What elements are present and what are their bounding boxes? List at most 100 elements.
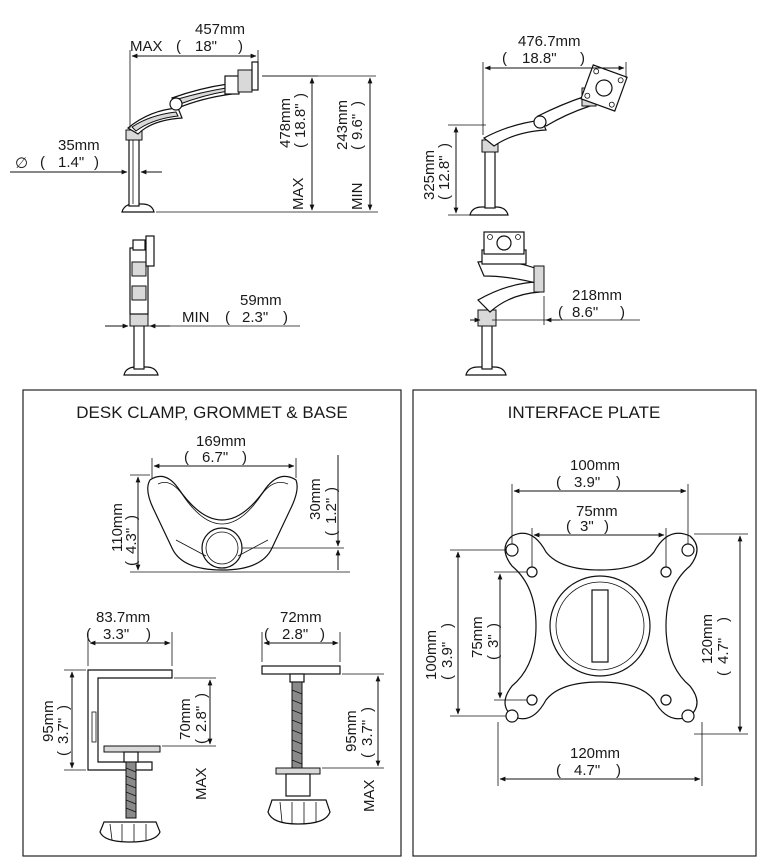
svg-text:): ) <box>349 101 366 106</box>
bottom-h-mm: 120mm <box>570 745 620 762</box>
svg-text:(: ( <box>502 50 507 67</box>
monitor-arm-front-ext-drawing <box>465 231 545 376</box>
front-view-min: 59mm MIN ( 2.3" ) <box>105 235 300 376</box>
svg-text:): ) <box>123 515 140 520</box>
svg-text:(: ( <box>123 561 140 566</box>
reach-max-label: MAX <box>130 38 163 55</box>
monitor-arm-drawing <box>121 61 259 213</box>
svg-text:): ) <box>715 617 732 622</box>
right-v-in: 4.7" <box>715 638 732 664</box>
svg-text:): ) <box>242 449 247 466</box>
reach-tilt-mm: 476.7mm <box>518 33 581 50</box>
height-min-mm: 243mm <box>334 100 351 150</box>
svg-text:(: ( <box>176 38 181 55</box>
clamp-width-in: 3.3" <box>103 626 129 643</box>
grommet-drawing <box>261 665 341 825</box>
base-hole-mm: 30mm <box>307 478 324 520</box>
grommet-max-in: 3.7" <box>359 720 376 746</box>
svg-text:(: ( <box>323 531 340 536</box>
svg-text:(: ( <box>193 739 210 744</box>
svg-text:(: ( <box>40 154 45 171</box>
clamp-height-in: 3.7" <box>55 718 72 744</box>
pole-diameter-symbol: ∅ <box>15 155 28 172</box>
height-tilt-in: 12.8" <box>436 155 453 190</box>
front-view-ext: 218mm ( 8.6" ) <box>465 231 640 376</box>
reach-mm: 457mm <box>195 21 245 38</box>
pole-mm: 35mm <box>58 137 100 154</box>
front-ext-mm: 218mm <box>572 287 622 304</box>
svg-text:(: ( <box>556 474 561 491</box>
svg-text:(: ( <box>86 626 91 643</box>
right-v-mm: 120mm <box>699 614 716 664</box>
inner-v-mm: 75mm <box>469 616 486 658</box>
svg-text:(: ( <box>225 309 230 326</box>
svg-text:): ) <box>616 762 621 779</box>
svg-text:(: ( <box>436 195 453 200</box>
svg-text:): ) <box>292 93 309 98</box>
svg-text:): ) <box>580 50 585 67</box>
svg-text:): ) <box>359 707 376 712</box>
clamp-panel: DESK CLAMP, GROMMET & BASE 169mm ( 6.7" … <box>22 389 402 857</box>
base-hole-in: 1.2" <box>323 498 340 524</box>
outer-h-mm: 100mm <box>570 457 620 474</box>
monitor-arm-front-drawing <box>123 235 159 376</box>
clamp-max-label: MAX <box>193 767 210 800</box>
svg-text:): ) <box>323 487 340 492</box>
outer-h-in: 3.9" <box>574 474 600 491</box>
side-view-tilt: 476.7mm ( 18.8" ) 325mm ( 12.8" ) <box>421 33 628 216</box>
monitor-arm-drawing-tilt <box>469 64 628 216</box>
base-drawing <box>147 475 298 571</box>
svg-text:(: ( <box>439 675 456 680</box>
c-clamp-drawing <box>87 669 173 843</box>
clamp-panel-title: DESK CLAMP, GROMMET & BASE <box>76 403 347 422</box>
svg-text:): ) <box>94 154 99 171</box>
svg-text:): ) <box>55 705 72 710</box>
grommet-width-mm: 72mm <box>280 609 322 626</box>
base-depth-in: 4.3" <box>123 528 140 554</box>
svg-text:): ) <box>604 518 609 535</box>
svg-text:(: ( <box>566 518 571 535</box>
interface-panel: INTERFACE PLATE 100mm ( 3.9" ) 75mm ( <box>412 389 757 857</box>
front-min-mm: 59mm <box>240 292 282 309</box>
outer-v-mm: 100mm <box>423 630 440 680</box>
base-width-mm: 169mm <box>196 433 246 450</box>
base-depth-mm: 110mm <box>109 503 126 552</box>
svg-text:(: ( <box>184 449 189 466</box>
svg-text:): ) <box>436 143 453 148</box>
grommet-max-label: MAX <box>361 779 378 812</box>
svg-text:(: ( <box>349 145 366 150</box>
front-min-in: 2.3" <box>242 309 268 326</box>
front-ext-in: 8.6" <box>572 304 598 321</box>
clamp-max-in: 2.8" <box>193 706 210 732</box>
inner-h-in: 3" <box>580 518 594 535</box>
svg-text:(: ( <box>359 753 376 758</box>
base-width-in: 6.7" <box>202 449 228 466</box>
svg-text:): ) <box>616 474 621 491</box>
svg-text:(: ( <box>264 626 269 643</box>
svg-text:): ) <box>193 693 210 698</box>
interface-plate-drawing <box>504 532 698 723</box>
outer-v-in: 3.9" <box>439 642 456 668</box>
bottom-h-in: 4.7" <box>574 762 600 779</box>
height-min-label: MIN <box>349 183 366 211</box>
height-max-label: MAX <box>290 177 307 210</box>
svg-text:): ) <box>620 304 625 321</box>
inner-v-in: 3" <box>485 634 502 648</box>
svg-text:): ) <box>320 626 325 643</box>
side-view-max: MAX ( 18" ) 457mm ∅ 35mm ( 1.4" ) MAX 47… <box>10 21 378 213</box>
svg-text:): ) <box>439 623 456 628</box>
interface-panel-title: INTERFACE PLATE <box>508 403 661 422</box>
pole-in: 1.4" <box>58 154 84 171</box>
front-min-label: MIN <box>182 309 210 326</box>
svg-text:(: ( <box>55 751 72 756</box>
reach-in: 18" <box>195 38 217 55</box>
svg-text:): ) <box>283 309 288 326</box>
height-max-in: 18.8" <box>292 103 309 138</box>
inner-h-mm: 75mm <box>576 503 618 520</box>
svg-text:): ) <box>146 626 151 643</box>
svg-text:(: ( <box>558 304 563 321</box>
svg-text:): ) <box>485 623 502 628</box>
clamp-max-mm: 70mm <box>177 698 194 740</box>
svg-text:(: ( <box>292 143 309 148</box>
